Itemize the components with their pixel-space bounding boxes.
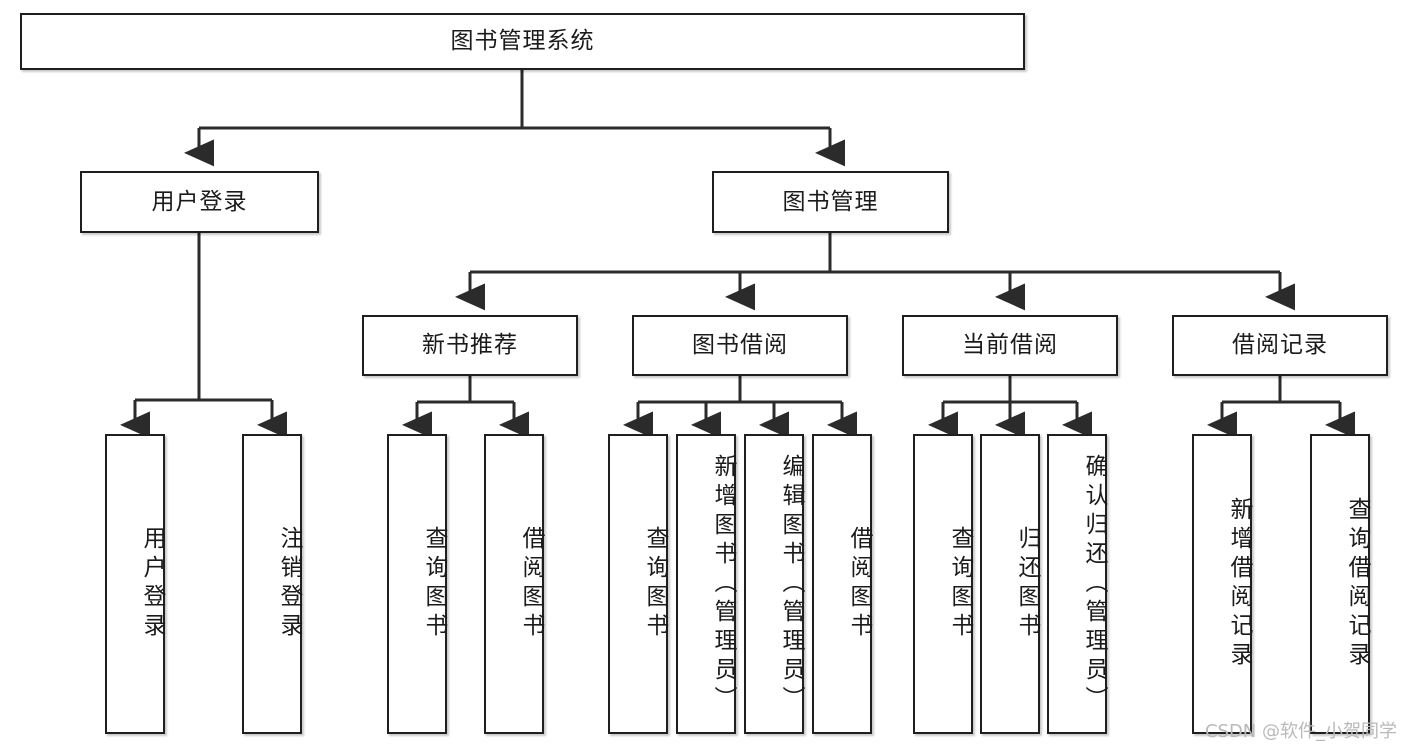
node-user-login[interactable]: 用户登录 xyxy=(80,171,319,233)
node-label: 查询图书 xyxy=(947,526,973,642)
node-label: 用户登录 xyxy=(139,526,165,642)
node-leaf-user-login[interactable]: 用户登录 xyxy=(105,434,165,734)
node-leaf-add-borrow-record[interactable]: 新增借阅记录 xyxy=(1192,434,1252,734)
node-root-system[interactable]: 图书管理系统 xyxy=(20,13,1025,70)
node-leaf-edit-book-admin[interactable]: 编辑图书（管理员） xyxy=(744,434,804,734)
node-label: 归还图书 xyxy=(1014,526,1040,642)
node-leaf-borrow-book-recommend[interactable]: 借阅图书 xyxy=(484,434,544,734)
node-leaf-query-book-borrow[interactable]: 查询图书 xyxy=(608,434,668,734)
node-label: 图书借阅 xyxy=(692,332,788,359)
node-borrow-record[interactable]: 借阅记录 xyxy=(1172,315,1388,376)
node-label: 当前借阅 xyxy=(962,332,1058,359)
node-leaf-query-book-current[interactable]: 查询图书 xyxy=(913,434,973,734)
node-label: 确认归还（管理员） xyxy=(1081,453,1107,715)
node-leaf-query-borrow-record[interactable]: 查询借阅记录 xyxy=(1310,434,1370,734)
node-label: 图书管理 xyxy=(782,188,879,215)
node-label: 借阅图书 xyxy=(846,526,872,642)
node-label: 查询图书 xyxy=(642,526,668,642)
node-new-book-recommend[interactable]: 新书推荐 xyxy=(362,315,578,376)
node-label: 新增借阅记录 xyxy=(1226,497,1252,671)
node-current-borrow[interactable]: 当前借阅 xyxy=(902,315,1118,376)
node-label: 注销登录 xyxy=(276,526,302,642)
node-label: 用户登录 xyxy=(151,188,248,215)
node-label: 编辑图书（管理员） xyxy=(778,453,804,715)
node-book-management[interactable]: 图书管理 xyxy=(712,171,949,233)
node-label: 查询图书 xyxy=(421,526,447,642)
node-leaf-confirm-return-admin[interactable]: 确认归还（管理员） xyxy=(1047,434,1107,734)
node-book-borrow[interactable]: 图书借阅 xyxy=(632,315,848,376)
node-label: 借阅记录 xyxy=(1232,332,1328,359)
node-leaf-borrow-book[interactable]: 借阅图书 xyxy=(812,434,872,734)
node-leaf-return-book[interactable]: 归还图书 xyxy=(980,434,1040,734)
node-label: 借阅图书 xyxy=(518,526,544,642)
node-label: 图书管理系统 xyxy=(450,28,595,55)
node-leaf-logout[interactable]: 注销登录 xyxy=(242,434,302,734)
node-leaf-add-book-admin[interactable]: 新增图书（管理员） xyxy=(676,434,736,734)
node-label: 新书推荐 xyxy=(422,332,518,359)
node-label: 新增图书（管理员） xyxy=(710,453,736,715)
node-label: 查询借阅记录 xyxy=(1344,497,1370,671)
node-leaf-query-book-recommend[interactable]: 查询图书 xyxy=(387,434,447,734)
